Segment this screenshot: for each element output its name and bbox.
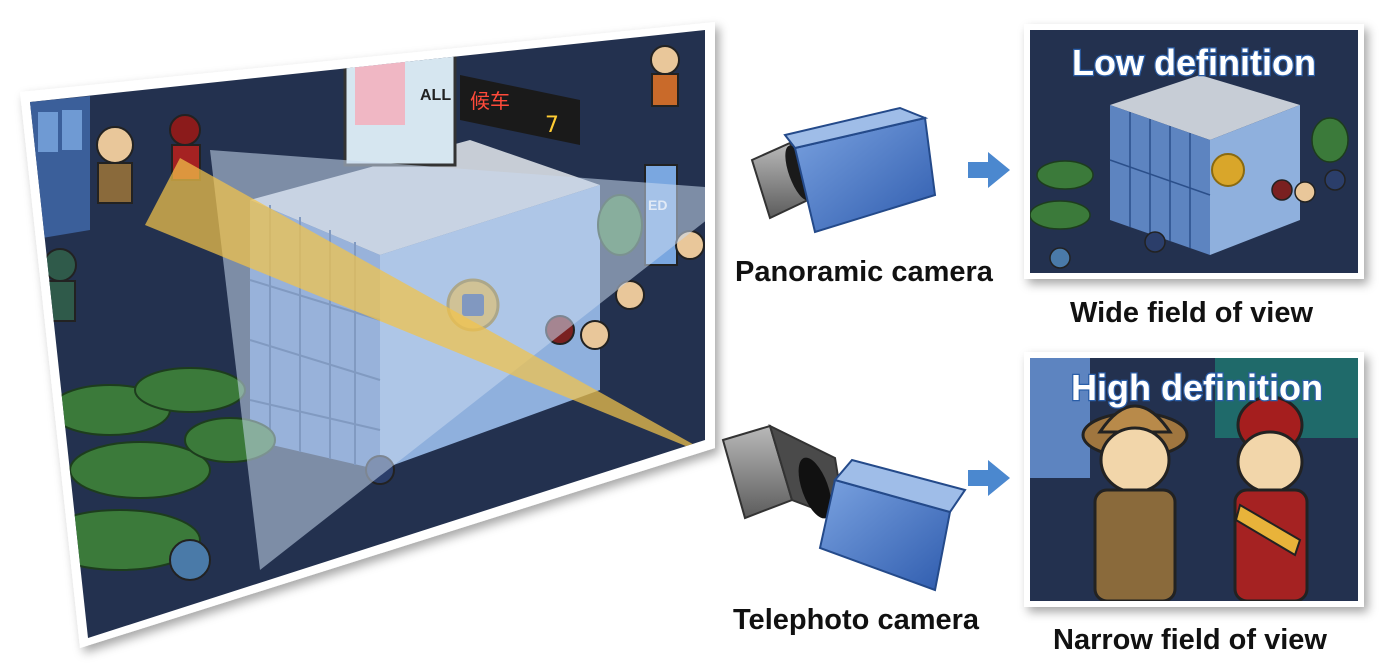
panoramic-camera-label: Panoramic camera [735,256,993,288]
arrow-right-icon [968,460,1010,496]
sign-text: 候车 [470,89,510,113]
telephoto-camera-icon [721,424,967,592]
narrow-field-caption: Narrow field of view [1053,624,1327,656]
narrow-view-image: High definition [1024,352,1364,607]
scene-image: ALL 候车 7 ED [30,30,705,638]
narrow-field-of-view-beam [145,158,705,462]
wide-field-caption: Wide field of view [1070,297,1314,329]
sign-number: 7 [545,113,559,138]
panoramic-camera-icon [750,106,937,234]
wide-view-image: Low definition [1024,24,1364,279]
scene-frame: ALL 候车 7 ED [20,22,715,648]
arrow-right-icon [968,152,1010,188]
billboard-text: ALL [420,87,451,104]
narrow-view-title: High definition [1071,367,1323,408]
wide-view-title: Low definition [1072,42,1316,83]
telephoto-camera-label: Telephoto camera [733,604,980,636]
